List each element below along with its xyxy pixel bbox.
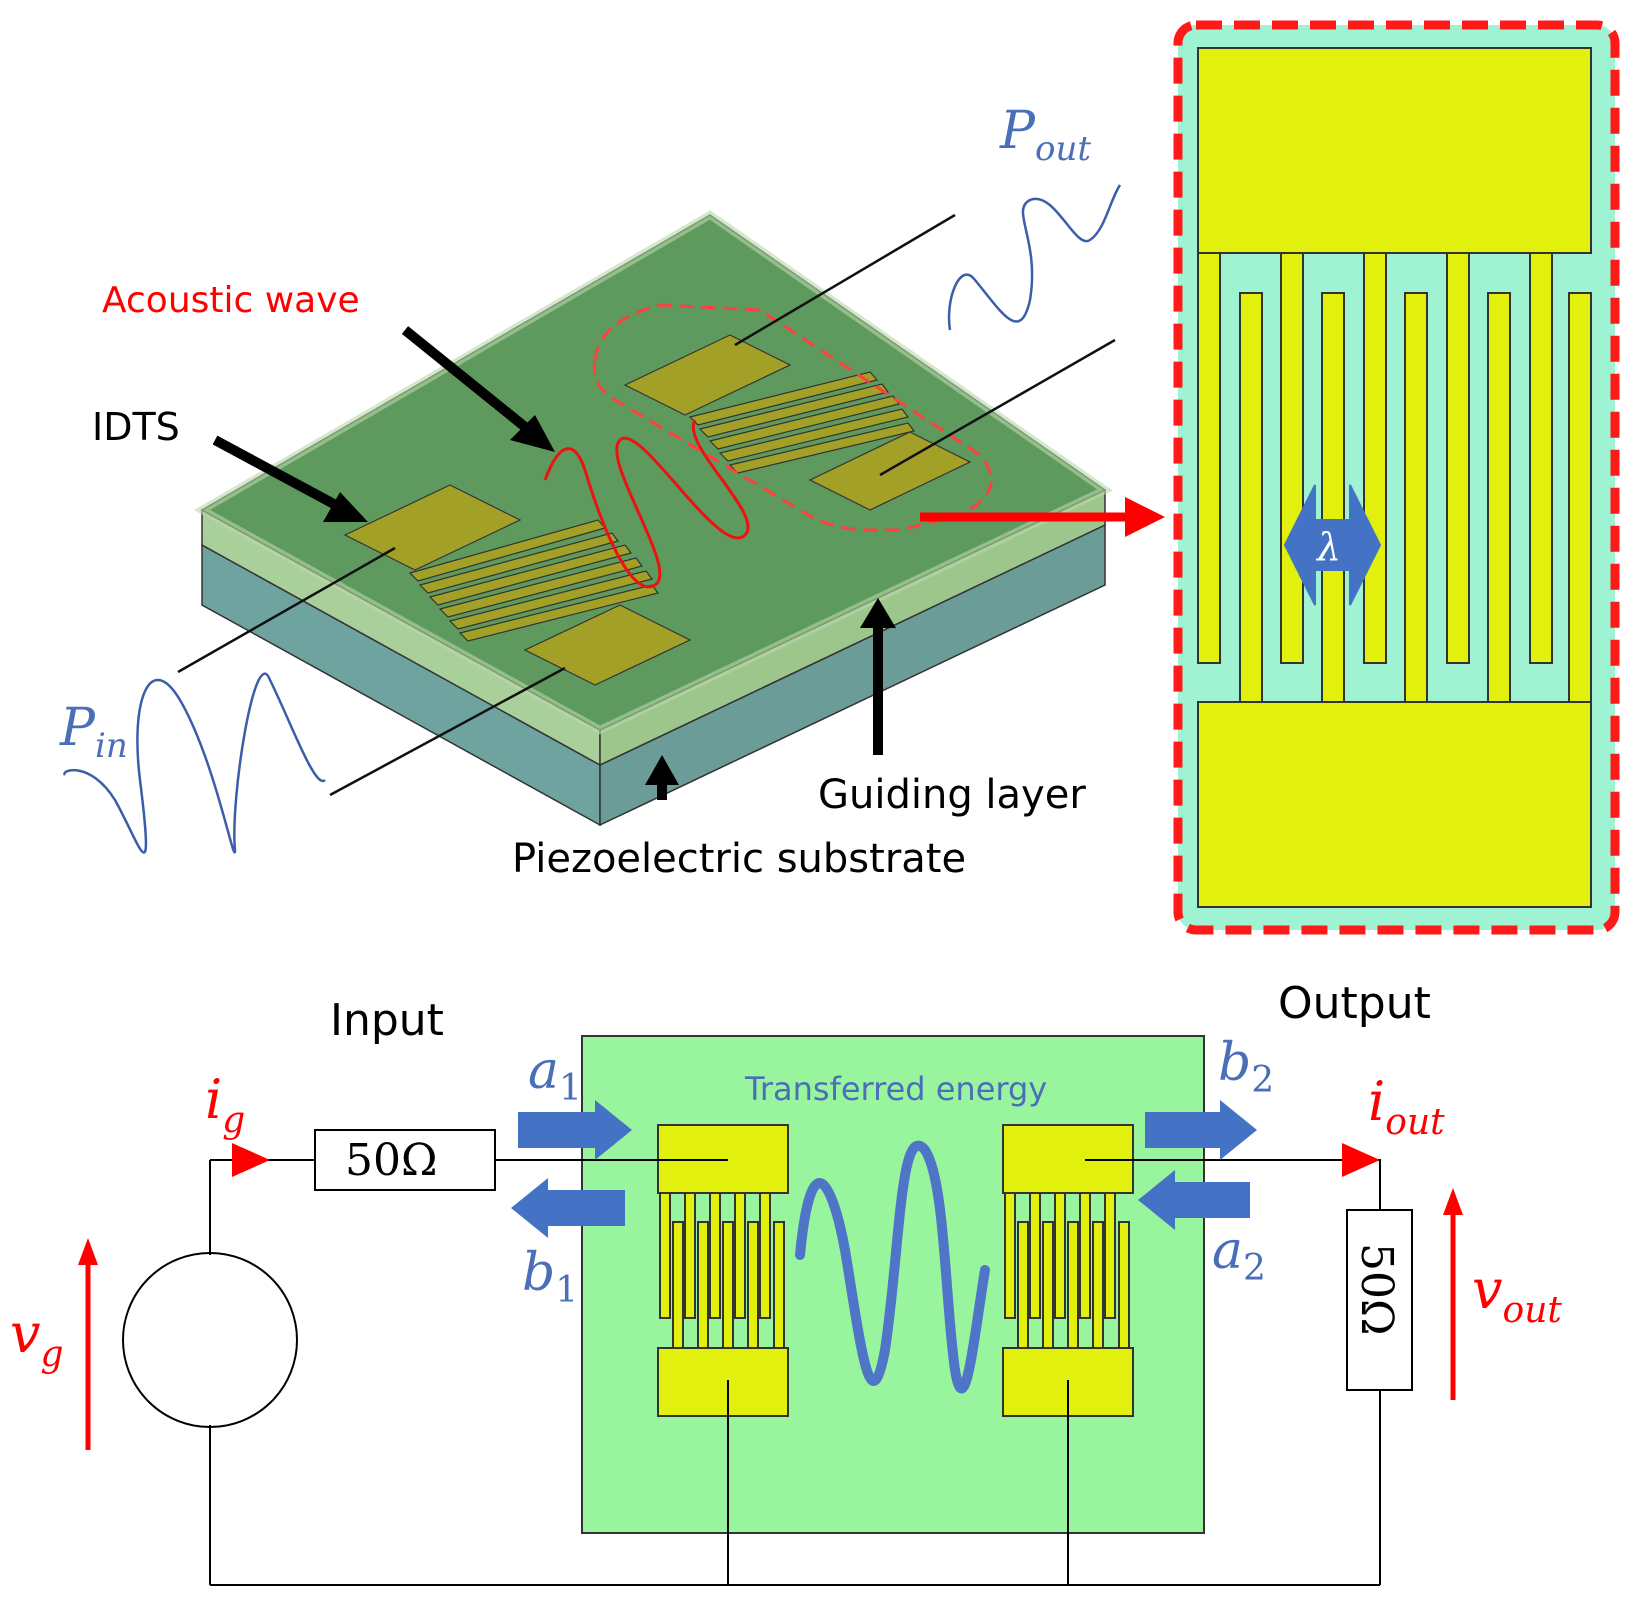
p-out-wave: [947, 184, 1122, 331]
i-g-label: ig: [205, 1068, 245, 1141]
a2-label: a2: [1212, 1221, 1266, 1289]
b1-arrow: [511, 1178, 625, 1238]
v-out-arrow: [1443, 1188, 1463, 1400]
zoom-bottom-busbar: [1197, 701, 1592, 908]
piezo-substrate-label: Piezoelectric substrate: [512, 836, 966, 882]
a2-arrow: [1138, 1170, 1250, 1230]
connection-lines: [177, 213, 1116, 797]
acoustic-wave-path: [543, 419, 750, 589]
idt-left-pad-top: [343, 484, 522, 571]
zoom-panel: λ: [1173, 20, 1620, 935]
guiding-layer-label: Guiding layer: [818, 772, 1086, 818]
v-g-label: vg: [10, 1302, 64, 1375]
output-resistor-label: 50Ω: [1351, 1243, 1402, 1335]
chip-idt-input-bottom-pad: [657, 1347, 789, 1417]
zoom-arrow: [920, 497, 1165, 537]
idt-right: [623, 334, 972, 511]
transferred-energy-wave: [795, 1140, 990, 1394]
pointer-arrows: [212, 326, 896, 800]
input-resistor-label: 50Ω: [345, 1135, 437, 1186]
chip-idt-input: [657, 1124, 789, 1417]
zoom-fingers-bottom: [1239, 292, 1592, 703]
zoom-fingers-top: [1197, 252, 1553, 664]
voltage-source: [122, 1252, 298, 1428]
acoustic-wave-label: Acoustic wave: [102, 280, 360, 321]
idt-left: [343, 484, 692, 686]
idt-right-pad-bottom: [808, 431, 972, 511]
p-in-label: Pin: [59, 698, 128, 766]
v-g-arrow: [78, 1238, 98, 1450]
circuit: Input Output Transferred energy: [10, 978, 1562, 1586]
lambda-label: λ: [1315, 525, 1341, 569]
idts-label: IDTS: [92, 405, 180, 449]
zoom-top-busbar: [1197, 47, 1592, 254]
idt-left-pad-bottom: [523, 604, 692, 686]
v-out-label: vout: [1472, 1258, 1562, 1331]
device-3d: Acoustic wave IDTS Guiding layer Piezoel…: [59, 101, 1165, 882]
b1-label: b1: [522, 1243, 578, 1311]
input-resistor: [314, 1129, 496, 1191]
chip-idt-output: [1002, 1124, 1134, 1417]
lambda-double-arrow: [1283, 484, 1382, 606]
guiding-layer-top-rim: [193, 210, 1113, 735]
i-out-arrowhead: [1342, 1143, 1380, 1177]
p-out-label: Pout: [999, 101, 1091, 169]
b2-label: b2: [1218, 1033, 1274, 1101]
b2-arrow: [1145, 1100, 1257, 1160]
output-resistor: [1346, 1209, 1413, 1391]
output-label: Output: [1278, 978, 1431, 1029]
idt-right-pad-top: [623, 334, 792, 416]
transferred-energy-label: Transferred energy: [744, 1070, 1047, 1108]
i-out-label: iout: [1368, 1070, 1445, 1143]
p-in-wave: [63, 672, 326, 854]
a1-arrow: [518, 1100, 632, 1160]
input-label: Input: [330, 995, 444, 1046]
i-g-arrowhead: [232, 1143, 270, 1177]
a1-label: a1: [528, 1041, 582, 1109]
